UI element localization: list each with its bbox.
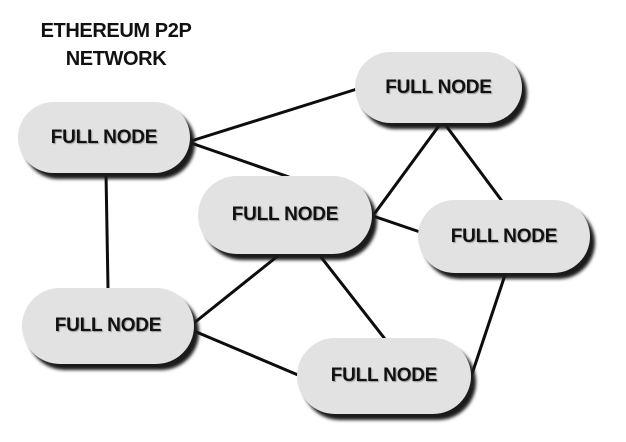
node-right: FULL NODE [418,200,590,273]
node-bottom-left: FULL NODE [22,288,194,364]
node-label: FULL NODE [385,76,492,98]
node-label: FULL NODE [50,126,158,148]
edge-node-top-left--node-center [189,141,291,179]
node-label: FULL NODE [231,204,339,225]
node-label: FULL NODE [54,315,162,336]
edge-node-top-right--node-right [442,121,504,203]
node-center: FULL NODE [198,176,372,254]
edge-node-top-left--node-top-right [189,87,359,143]
edge-node-center--node-bottom-center [315,250,387,341]
node-top-right: FULL NODE [355,52,522,123]
edge-node-top-left--node-bottom-left [104,171,110,290]
edge-node-center--node-bottom-left [192,249,286,325]
edge-node-right--node-bottom-center [469,270,508,379]
node-label: FULL NODE [450,225,558,247]
edge-node-center--node-right [371,214,422,234]
node-bottom-center: FULL NODE [297,338,471,414]
node-label: FULL NODE [330,365,438,386]
edge-node-bottom-left--node-bottom-center [192,329,300,377]
diagram-title-line2: NETWORK [65,48,167,70]
diagram-title-line1: ETHEREUM P2P [40,20,192,42]
node-top-left: FULL NODE [18,102,190,173]
edge-node-top-right--node-center [373,121,443,215]
diagram-title: ETHEREUM P2P NETWORK [18,17,214,73]
